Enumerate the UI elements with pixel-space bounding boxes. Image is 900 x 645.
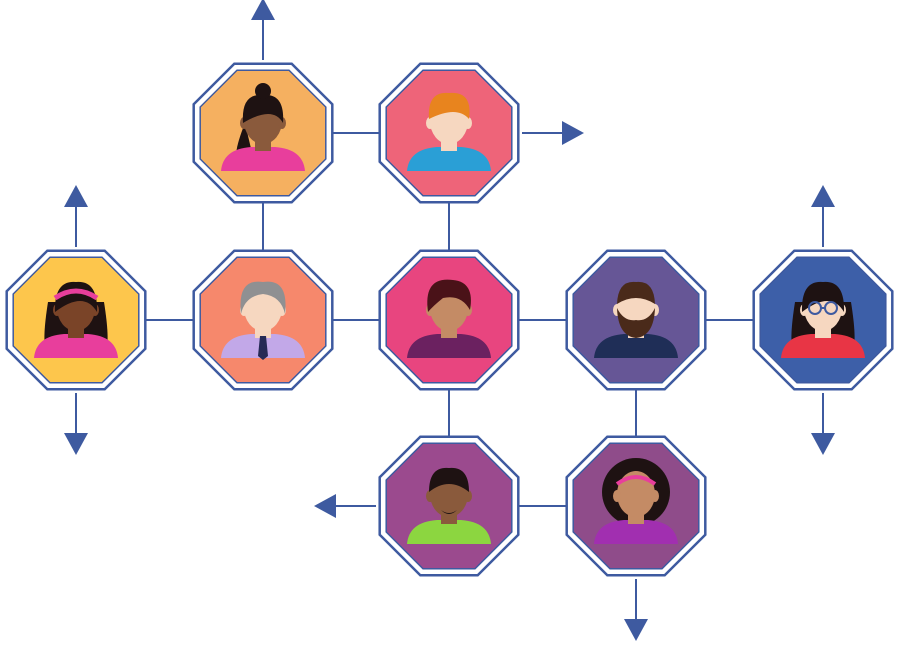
arrow-up-icon xyxy=(64,185,88,247)
arrow-up-icon xyxy=(251,0,275,60)
node-top-left-person[interactable] xyxy=(192,62,334,204)
arrow-up-icon xyxy=(811,185,835,247)
node-center-left-person[interactable] xyxy=(192,249,334,391)
person-avatar-icon xyxy=(34,281,118,358)
person-avatar-icon xyxy=(781,281,865,358)
node-top-right-person[interactable] xyxy=(378,62,520,204)
node-bottom-left-person[interactable] xyxy=(378,435,520,577)
arrow-down-icon xyxy=(624,579,648,641)
person-avatar-icon xyxy=(221,83,305,171)
arrow-left-icon xyxy=(314,494,376,518)
person-avatar-icon xyxy=(594,281,678,358)
node-center-person[interactable] xyxy=(378,249,520,391)
person-avatar-icon xyxy=(594,458,678,544)
node-bottom-right-person[interactable] xyxy=(565,435,707,577)
person-avatar-icon xyxy=(221,281,305,360)
node-bearded-man[interactable] xyxy=(565,249,707,391)
arrow-right-icon xyxy=(522,121,584,145)
outward-arrows xyxy=(64,0,835,641)
arrow-down-icon xyxy=(64,393,88,455)
arrow-down-icon xyxy=(811,393,835,455)
node-far-left-person[interactable] xyxy=(5,249,147,391)
person-avatar-icon xyxy=(407,467,491,544)
node-glasses-woman[interactable] xyxy=(752,249,894,391)
person-avatar-icon xyxy=(407,92,491,171)
person-avatar-icon xyxy=(407,279,491,358)
person-nodes xyxy=(5,62,894,577)
